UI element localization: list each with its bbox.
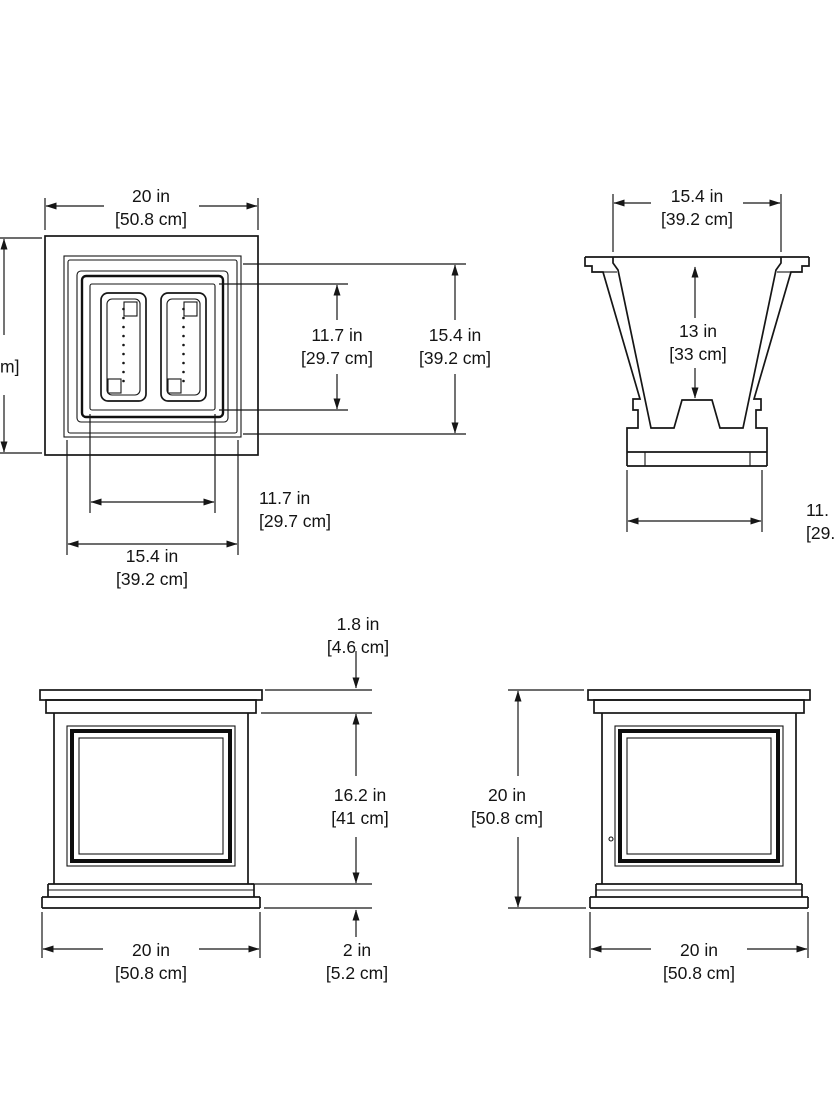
- dim-side-height: [508, 689, 586, 909]
- drainage-mark: [608, 836, 614, 842]
- dim-front-body-height: [251, 713, 372, 885]
- dim-front-cap-height: [261, 651, 372, 714]
- dim-side-width: [589, 912, 809, 958]
- dim-top-view-left-clipped: [0, 237, 42, 454]
- dim-front-base-height: [264, 907, 372, 937]
- dim-top-view-rim-width: [66, 440, 239, 555]
- section-view-drawing: [584, 256, 810, 467]
- molded-detail-left: [100, 292, 147, 402]
- front-view-left-drawing: [39, 689, 263, 909]
- dim-front-width: [41, 912, 261, 958]
- dim-top-view-inner-width: [89, 414, 216, 513]
- dim-section-bottom-width: [626, 470, 763, 532]
- dim-section-top-width: [612, 194, 782, 252]
- dim-top-view-inner-height: [219, 283, 348, 411]
- dim-top-view-rim-height: [243, 263, 466, 435]
- top-view-drawing: [44, 235, 259, 456]
- front-view-right-drawing: [587, 689, 811, 909]
- molded-detail-right: [160, 292, 207, 402]
- dim-top-view-width: [44, 198, 259, 230]
